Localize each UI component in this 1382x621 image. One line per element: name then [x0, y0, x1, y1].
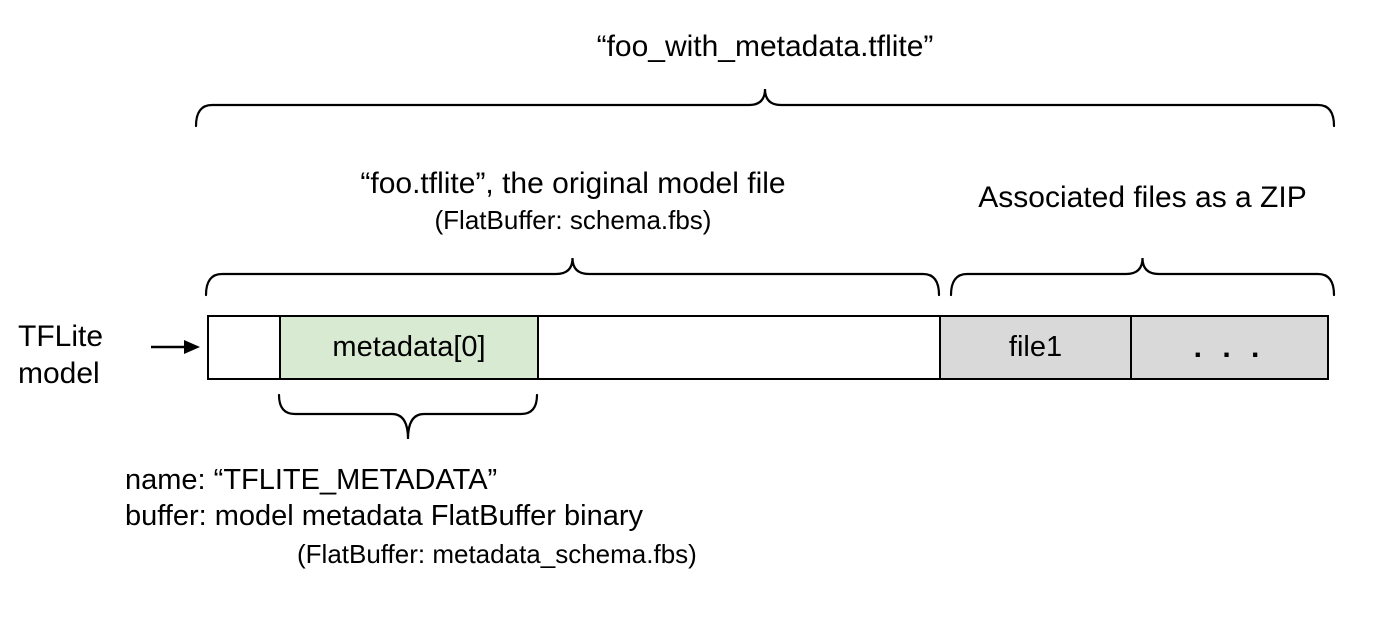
bar-segment-prefix: [209, 317, 281, 378]
annotation-buffer-line: buffer: model metadata FlatBuffer binary: [125, 500, 643, 532]
bar-segment-more-files: . . .: [1132, 317, 1327, 378]
model-bar: metadata[0] file1 . . .: [207, 315, 1329, 380]
file-title: “foo_with_metadata.tflite”: [596, 30, 934, 63]
bar-segment-metadata: metadata[0]: [281, 317, 539, 378]
right-arrow-icon: [151, 340, 200, 354]
model-file-brace-icon: [204, 257, 941, 297]
model-file-subheading: (FlatBuffer: schema.fbs): [434, 205, 712, 235]
model-file-heading: “foo.tflite”, the original model file: [360, 167, 786, 200]
metadata-annotation: name: “TFLITE_METADATA” buffer: model me…: [125, 462, 697, 572]
tflite-model-label-line2: model: [18, 357, 100, 390]
metadata-brace-icon: [277, 393, 539, 440]
top-brace-icon: [194, 88, 1336, 128]
bar-segment-model-body: [539, 317, 941, 378]
zip-heading: Associated files as a ZIP: [978, 181, 1307, 214]
tflite-model-label: TFLite model: [18, 318, 103, 392]
tflite-model-label-line1: TFLite: [18, 320, 104, 353]
annotation-schema-line: (FlatBuffer: metadata_schema.fbs): [297, 539, 697, 569]
model-file-heading-group: “foo.tflite”, the original model file (F…: [243, 167, 903, 236]
annotation-name-line: name: “TFLITE_METADATA”: [125, 464, 498, 496]
zip-brace-icon: [949, 257, 1336, 297]
bar-segment-file1: file1: [941, 317, 1132, 378]
